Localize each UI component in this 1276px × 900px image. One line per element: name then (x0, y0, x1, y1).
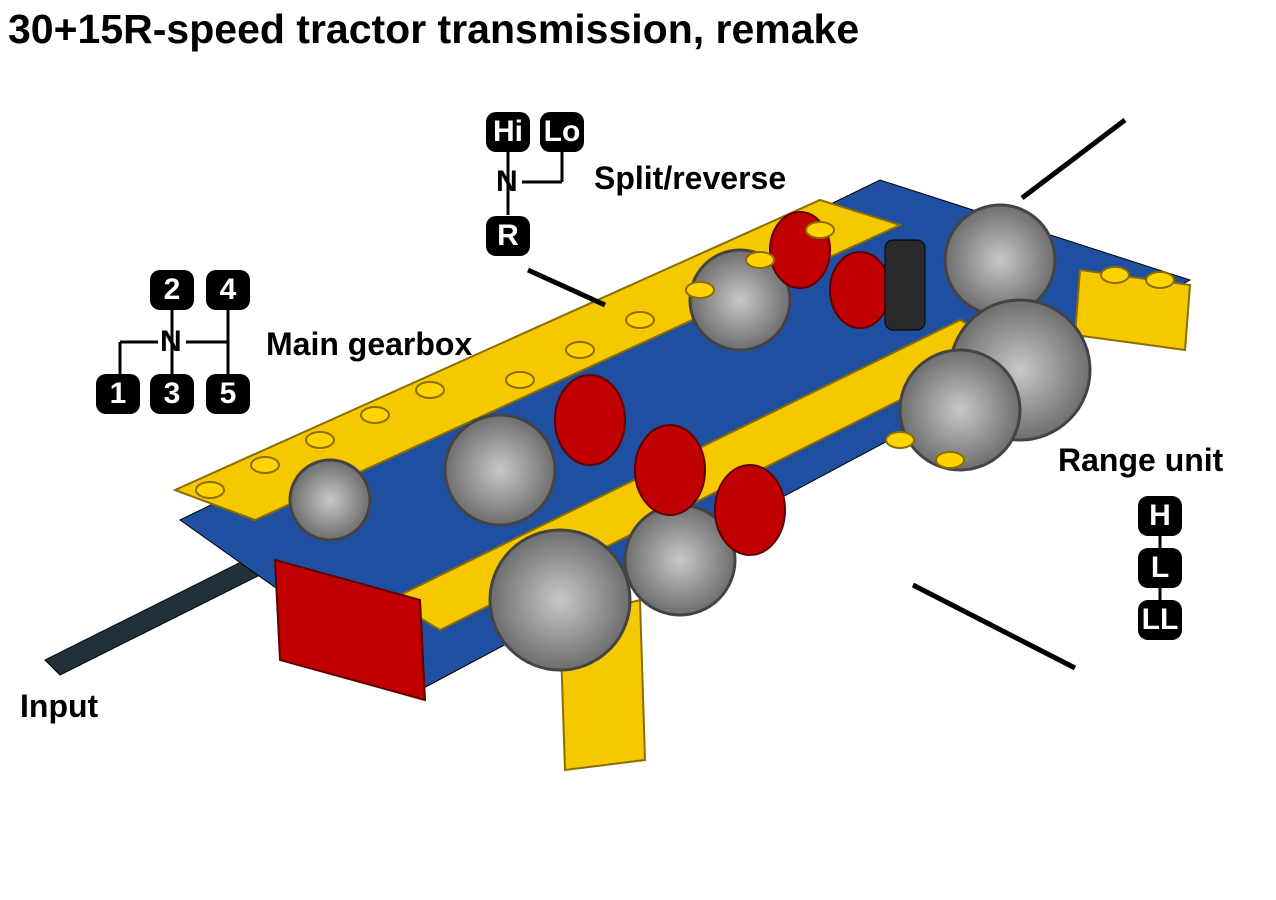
clutch (554, 374, 626, 466)
input-label: Input (20, 688, 99, 724)
gear (443, 413, 557, 527)
gear (688, 248, 792, 352)
gear (898, 348, 1022, 472)
gate-key-h: H (1138, 496, 1182, 536)
split-callout-line (526, 267, 607, 308)
gate-key-4: 4 (206, 270, 250, 310)
range-callout-line (911, 582, 1077, 671)
gate-key-1: 1 (96, 374, 140, 414)
diagram-title: 30+15R-speed tractor transmission, remak… (8, 6, 860, 52)
main-gearbox-label: Main gearbox (266, 326, 473, 362)
gate-key-2: 2 (150, 270, 194, 310)
gate-key-hi: Hi (486, 112, 530, 152)
split-callout-line (1020, 118, 1127, 200)
gate-key-ll: LL (1138, 600, 1182, 640)
gear (488, 528, 632, 672)
gear (288, 458, 372, 542)
gate-key-l: L (1138, 548, 1182, 588)
gate-key-3: 3 (150, 374, 194, 414)
gate-key-r: R (486, 216, 530, 256)
gate-neutral: N (160, 325, 182, 358)
clutch (634, 424, 706, 516)
shift-lever (884, 239, 926, 331)
range-unit-label: Range unit (1058, 442, 1224, 478)
split-reverse-label: Split/reverse (594, 160, 787, 196)
gate-key-lo: Lo (540, 112, 584, 152)
gate-key-5: 5 (206, 374, 250, 414)
gate-neutral: N (496, 165, 518, 198)
clutch (714, 464, 786, 556)
front-red-brick (273, 558, 427, 702)
